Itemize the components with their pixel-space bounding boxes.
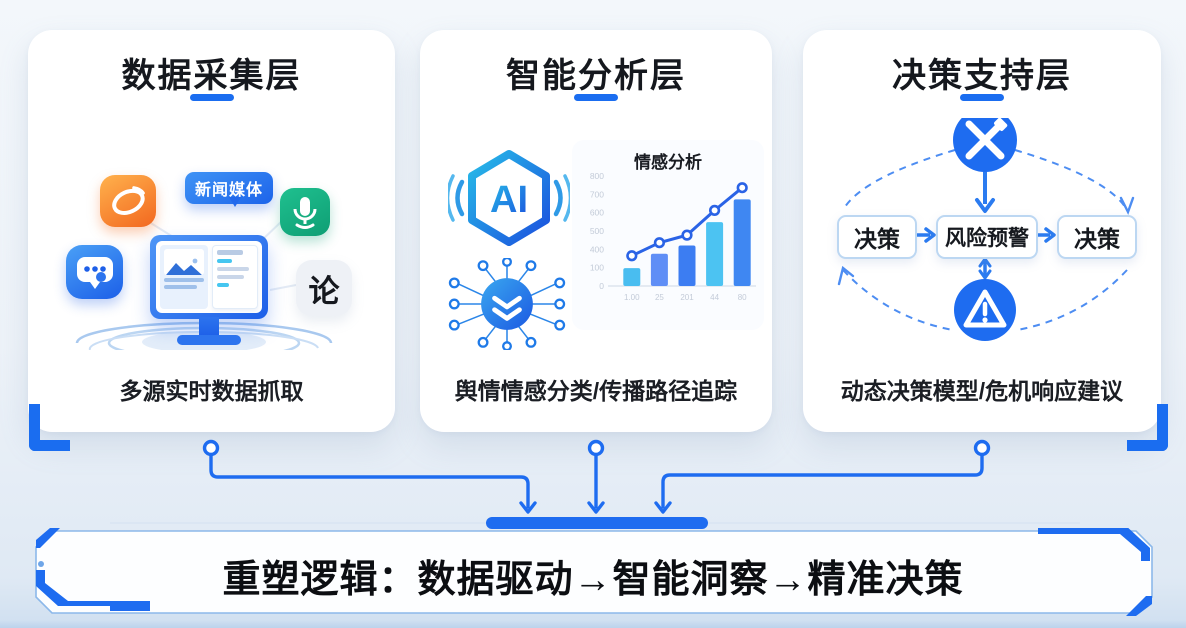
news-media-bubble: 新闻媒体 [185, 172, 273, 207]
chart-rect [650, 253, 668, 286]
microphone-icon [280, 188, 330, 236]
text-line [217, 267, 249, 271]
chart-text: 44 [710, 293, 719, 302]
decision-box-left-label: 决策 [854, 226, 900, 252]
swirl-glyph [112, 186, 145, 215]
data-collection-illustration: 新闻媒体 论 [28, 120, 395, 350]
text-line [217, 259, 233, 263]
neural-network-icon [442, 258, 572, 350]
warning-alert-icon [954, 279, 1016, 341]
converge-bar [486, 517, 708, 529]
forum-icon: 论 [296, 260, 352, 316]
connector-node-icon [973, 439, 991, 457]
monitor-base [177, 335, 241, 345]
text-line [217, 275, 245, 279]
sentiment-chart-svg: 800 700 600 500 400 100 0 1.00 25 201 44 80 [590, 171, 756, 302]
monitor-screen [156, 241, 262, 313]
corner-accent-bl [36, 570, 150, 611]
chart-text: 1.00 [624, 293, 640, 302]
risk-warning-label: 风险预警 [945, 227, 1029, 250]
text-line [217, 250, 243, 255]
crossed-tools-icon [953, 118, 1017, 172]
panel-data-collection: 数据采集层 新闻媒体 [28, 30, 395, 432]
chart-text: 700 [590, 189, 604, 199]
left-corner-bracket [29, 404, 70, 451]
panel-title: 智能分析层 [506, 57, 686, 95]
banner-slogan: 重塑逻辑：数据驱动→智能洞察→精准决策 [222, 559, 964, 601]
chart-text: 100 [590, 263, 604, 273]
chart-circle [626, 250, 638, 262]
image-thumbnail [164, 249, 204, 275]
connector-node-icon [587, 439, 605, 457]
chart-rect [733, 199, 751, 286]
corner-accent-br [1126, 596, 1152, 616]
chart-rect [706, 222, 724, 286]
chart-rect [678, 245, 696, 286]
chart-text: 600 [590, 208, 604, 218]
chart-text: 0 [599, 281, 604, 291]
chart-circle [653, 237, 665, 249]
panel-decision-support: 决策支持层 [803, 30, 1161, 432]
bottom-edge-strip [0, 620, 1186, 628]
decision-box-right: 决策 [1057, 215, 1137, 259]
edge-dot [38, 561, 44, 567]
monitor-icon [150, 235, 268, 319]
mountains-glyph [166, 258, 202, 275]
chart-text: 25 [655, 293, 664, 302]
forum-char: 论 [308, 273, 340, 309]
corner-accent-tl [36, 528, 60, 548]
chart-circle [709, 204, 721, 216]
flow-connectors [110, 439, 1080, 529]
chart-text: 800 [590, 171, 604, 181]
connector-node-icon [202, 439, 220, 457]
chart-text: 80 [738, 293, 747, 302]
monitor-stand [199, 317, 219, 337]
chart-title: 情感分析 [634, 153, 702, 172]
screen-left-pane [160, 245, 208, 309]
screen-right-pane [212, 245, 258, 309]
dot-decoration [96, 272, 106, 282]
ai-label: AI [490, 179, 528, 221]
decision-box-right-label: 决策 [1074, 226, 1120, 252]
title-underline [574, 94, 618, 101]
chart-rect [623, 268, 641, 286]
chat-glyph [76, 257, 113, 289]
chart-text: 400 [590, 244, 604, 254]
title-underline [189, 94, 234, 101]
panel-title: 决策支持层 [892, 57, 1072, 95]
chart-circle [736, 182, 748, 194]
panel-intelligent-analysis: 智能分析层 AI [420, 30, 772, 432]
corner-accent-tr [1038, 528, 1150, 561]
chart-text: 201 [680, 293, 694, 302]
ai-hexagon-icon: AI [448, 138, 570, 260]
chat-icon [66, 245, 123, 299]
panel-caption: 舆情情感分类/传播路径追踪 [454, 378, 738, 404]
text-line [217, 283, 230, 287]
weibo-app-icon [100, 175, 156, 227]
text-line [164, 285, 197, 289]
decision-flow-diagram [837, 118, 1135, 341]
chart-circle [681, 229, 693, 241]
title-underline [960, 94, 1004, 101]
banner-frame [35, 528, 1153, 616]
news-media-label: 新闻媒体 [194, 182, 263, 199]
mic-glyph [293, 197, 317, 229]
text-line [164, 278, 204, 282]
right-corner-bracket [1127, 404, 1168, 451]
decision-box-left: 决策 [837, 215, 917, 259]
ai-hexagon-svg: AI [448, 150, 570, 246]
panel-caption: 多源实时数据抓取 [119, 378, 304, 404]
sentiment-chart: 情感分析 800 700 600 500 400 100 0 1.00 25 201 44 80 [572, 140, 764, 330]
chart-text: 500 [590, 226, 604, 236]
network-svg [448, 258, 566, 350]
risk-warning-box: 风险预警 [936, 215, 1038, 259]
panel-caption: 动态决策模型/危机响应建议 [840, 378, 1124, 404]
panel-title: 数据采集层 [121, 57, 302, 95]
